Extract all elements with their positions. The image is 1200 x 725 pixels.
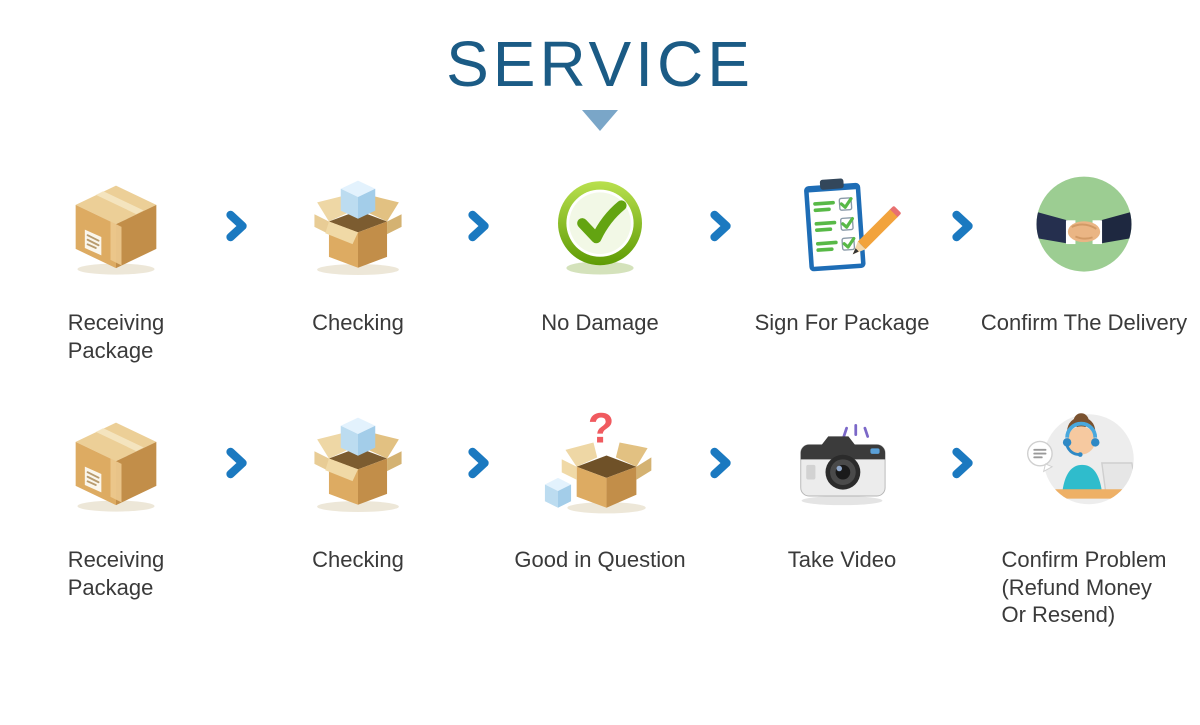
- step-label: Checking: [312, 547, 404, 572]
- step-label: Checking: [312, 310, 404, 335]
- flow-arrow: [215, 155, 259, 297]
- flow-arrow: [941, 155, 985, 297]
- step-label: Receiving Package: [67, 310, 165, 363]
- icon-wrap: [544, 155, 656, 297]
- step-label: Good in Question: [514, 547, 686, 572]
- arrow-right-icon: [226, 447, 247, 479]
- camera-icon: [800, 424, 886, 506]
- handshake-icon: [1036, 176, 1132, 272]
- flow-arrow: [457, 155, 501, 297]
- step-receiving-package: Receiving Package: [17, 392, 215, 601]
- step-label: Sign For Package: [754, 310, 930, 335]
- flow-arrow: [699, 392, 743, 534]
- step-sign-for-package: Sign For Package: [743, 155, 941, 337]
- support-agent-icon: [1026, 413, 1134, 505]
- open-box-cube-icon: [314, 417, 402, 513]
- step-confirm-delivery: Confirm The Delivery: [981, 155, 1187, 337]
- step-checking: Checking: [259, 155, 457, 337]
- flow-arrow: [215, 392, 259, 534]
- step-label: Take Video: [787, 547, 897, 572]
- closed-box-icon: [75, 422, 157, 512]
- flow-row-problem: Receiving Package: [0, 392, 1200, 629]
- step-confirm-problem: Confirm Problem (Refund Money Or Resend): [985, 392, 1183, 629]
- check-circle-icon: [558, 181, 642, 275]
- icon-wrap: [299, 392, 417, 534]
- step-label: Confirm Problem (Refund Money Or Resend): [1001, 547, 1167, 627]
- icon-wrap: [61, 155, 171, 297]
- closed-box-icon: [75, 185, 157, 275]
- flow-arrow: [941, 392, 985, 534]
- icon-wrap: [1027, 155, 1141, 297]
- step-label: Confirm The Delivery: [980, 310, 1188, 335]
- icon-wrap: [782, 392, 902, 534]
- arrow-right-icon: [952, 210, 973, 242]
- arrow-right-icon: [952, 447, 973, 479]
- icon-wrap: ?: [539, 392, 661, 534]
- arrow-right-icon: [710, 210, 731, 242]
- icon-wrap: [1023, 392, 1145, 534]
- clipboard-pencil-icon: [804, 178, 901, 272]
- arrow-right-icon: [710, 447, 731, 479]
- open-box-cube-icon: [314, 180, 402, 276]
- flow-arrow: [699, 155, 743, 297]
- page-title: SERVICE: [446, 28, 754, 100]
- flow-row-success: Receiving Package: [0, 155, 1200, 364]
- step-take-video: Take Video: [743, 392, 941, 574]
- icon-wrap: [61, 392, 171, 534]
- page-header: SERVICE: [0, 0, 1200, 131]
- step-checking: Checking: [259, 392, 457, 574]
- icon-wrap: [299, 155, 417, 297]
- step-no-damage: No Damage: [501, 155, 699, 337]
- arrow-right-icon: [468, 210, 489, 242]
- arrow-right-icon: [468, 447, 489, 479]
- step-label: No Damage: [541, 310, 659, 335]
- step-good-in-question: ? Good in Question: [501, 392, 699, 574]
- step-receiving-package: Receiving Package: [17, 155, 215, 364]
- question-box-icon: ?: [544, 407, 652, 514]
- title-down-triangle-icon: [582, 110, 618, 131]
- arrow-right-icon: [226, 210, 247, 242]
- flow-arrow: [457, 392, 501, 534]
- step-label: Receiving Package: [67, 547, 165, 600]
- icon-wrap: [783, 155, 901, 297]
